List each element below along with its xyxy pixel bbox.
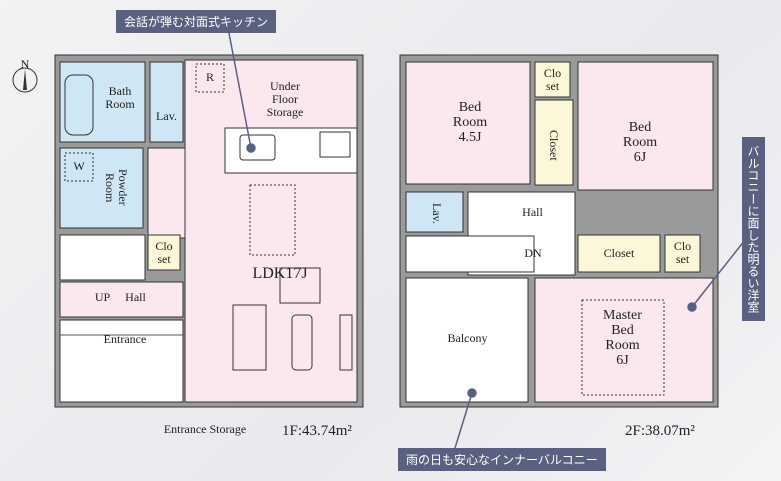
- entrance-label: Entrance: [103, 332, 147, 346]
- closet-2f-vertical-label: Closet: [547, 129, 561, 161]
- w-label: W: [73, 159, 85, 173]
- kitchen-callout: 会話が弾む対面式キッチン: [116, 10, 277, 33]
- floor2-plan: [399, 54, 719, 408]
- under-floor-storage-label: Under Floor Storage: [266, 79, 304, 119]
- up-label: UP: [94, 290, 111, 304]
- lav-2f-label: Lav.: [430, 202, 444, 224]
- floor1-plan: [54, 54, 364, 408]
- hall-2f-label: Hall: [522, 205, 543, 219]
- ldk-label: LDK17J: [252, 265, 308, 282]
- bed-room-6-label: Bed Room 6J: [622, 120, 658, 165]
- closet-2f-mid-label: Closet: [603, 246, 635, 260]
- r-label: R: [205, 70, 214, 84]
- floor2-area: 2F:38.07m²: [625, 423, 695, 439]
- entrance-storage-label: Entrance Storage: [163, 422, 247, 436]
- powder-room-label: Powder Room: [103, 169, 130, 206]
- closet-1f-label: Clo set: [155, 239, 173, 266]
- dn-label: DN: [524, 246, 542, 260]
- hall-1f-label: Hall: [125, 290, 146, 304]
- bed-room-45-label: Bed Room 4.5J: [452, 100, 488, 145]
- bath-room-label: Bath Room: [105, 84, 135, 111]
- closet-2f-top-label: Clo set: [543, 66, 562, 93]
- closet-2f-small-label: Clo set: [673, 239, 692, 266]
- balcony-label: Balcony: [447, 331, 488, 345]
- balcony-callout: 雨の日も安心なインナーバルコニー: [398, 448, 606, 471]
- compass-icon: [12, 67, 38, 93]
- master-bed-room-label: Master Bed Room 6J: [603, 308, 642, 368]
- callout-leaders: [227, 27, 746, 449]
- bedroom-callout: バルコニーに面した明るい洋室: [742, 137, 765, 321]
- floor1-area: 1F:43.74m²: [282, 423, 352, 439]
- compass-north-label: N: [20, 57, 30, 71]
- lav-label: Lav.: [156, 109, 177, 123]
